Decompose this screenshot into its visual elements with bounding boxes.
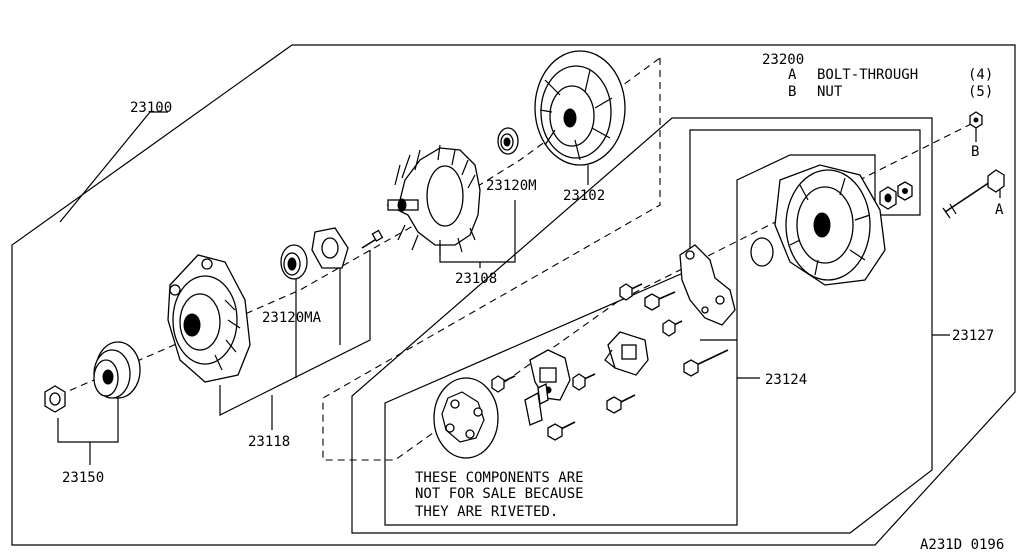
rectifier-plate (433, 377, 499, 459)
assembly-frame (11, 44, 1016, 546)
callout-b: B (971, 144, 979, 160)
diagram-code: A231D 0196 (920, 537, 1004, 553)
label-stator: 23102 (563, 188, 605, 204)
stator (534, 50, 626, 166)
label-bolt-set: 23200 (762, 52, 804, 68)
label-rear-cover: 23127 (952, 328, 994, 344)
seal-ring (750, 237, 774, 267)
label-assembly: 23100 (130, 100, 172, 116)
riveted-note: THESE COMPONENTS ARE NOT FOR SALE BECAUS… (415, 470, 584, 520)
regulator-small-parts (491, 373, 636, 441)
rotor (386, 144, 481, 255)
bearing-retainer (311, 227, 349, 269)
legend-a-text: BOLT-THROUGH (817, 67, 918, 83)
label-regulator-set: 23124 (765, 372, 807, 388)
legend-a-qty: (4) (968, 67, 993, 83)
note-line-3: THEY ARE RIVETED. (415, 504, 558, 520)
regulator-screws (619, 283, 729, 377)
front-cover (167, 254, 251, 383)
pulley-nut (44, 385, 66, 413)
legend-a-key: A (788, 67, 797, 83)
retainer-screw (361, 229, 384, 249)
pulley (93, 341, 141, 399)
front-bearing (280, 244, 308, 280)
label-pulley: 23150 (62, 470, 104, 486)
rear-nuts (879, 181, 913, 210)
regulator-frame (384, 129, 921, 526)
label-front-bearing: 23120MA (262, 310, 322, 326)
rear-axis-centerline (322, 58, 976, 461)
nut-b (969, 111, 983, 129)
note-line-1: THESE COMPONENTS ARE (415, 470, 584, 486)
legend-b-qty: (5) (968, 84, 993, 100)
note-line-2: NOT FOR SALE BECAUSE (415, 486, 584, 502)
callout-a: A (995, 202, 1004, 218)
rear-bearing (497, 127, 519, 155)
legend-b-key: B (788, 84, 796, 100)
rear-cover (774, 164, 886, 286)
rear-cover-frame (351, 117, 933, 534)
bolt-legend: A BOLT-THROUGH (4) B NUT (5) (788, 67, 993, 100)
legend-b-text: NUT (817, 84, 843, 100)
label-front-cover: 23118 (248, 434, 290, 450)
regulator (529, 349, 571, 401)
label-rear-bearing: 23120M (486, 178, 537, 194)
through-bolt (942, 169, 1005, 219)
regulator-bracket (679, 244, 736, 326)
label-rotor: 23108 (455, 271, 497, 287)
brush-holder (604, 331, 649, 376)
